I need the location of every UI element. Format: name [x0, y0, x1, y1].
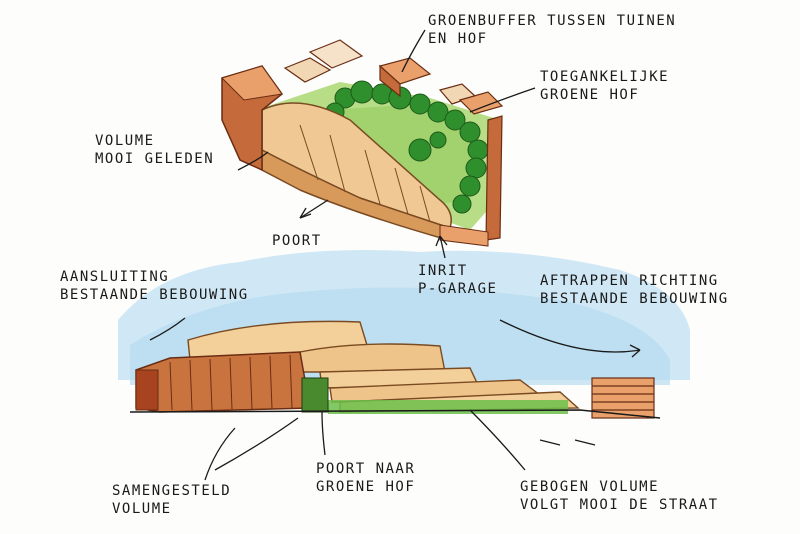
- label-poort-hof: Poort naar groene hof: [316, 460, 415, 496]
- existing-houses: [283, 39, 504, 115]
- label-groenbuffer-line1: Groenbuffer tussen tuinen: [428, 13, 677, 29]
- label-inrit-line2: P-garage: [418, 281, 498, 297]
- label-gebogen: Gebogen volume volgt mooi de straat: [520, 478, 719, 514]
- leader-lines: [149, 29, 641, 481]
- label-aftrappen: Aftrappen richting bestaande bebouwing: [540, 272, 729, 308]
- label-groenbuffer: Groenbuffer tussen tuinen en hof: [428, 12, 676, 48]
- gate-opening: [301, 377, 329, 413]
- label-volume-top: Volume mooi geleden: [95, 132, 214, 168]
- ground-line: [129, 409, 661, 419]
- label-hof: Toegankelijke groene hof: [540, 68, 669, 104]
- label-hof-line2: groene hof: [540, 87, 640, 103]
- label-poort-hof-line1: Poort naar: [316, 461, 416, 477]
- label-aansluiting: Aansluiting bestaande bebouwing: [60, 268, 249, 304]
- aerial-view: [221, 39, 504, 247]
- label-samengesteld-line1: Samengesteld: [112, 483, 232, 499]
- existing-building-right: [591, 377, 655, 419]
- label-aansluiting-line2: bestaande bebouwing: [60, 287, 249, 303]
- label-inrit: Inrit P-garage: [418, 262, 497, 298]
- right-brick-strip: [485, 115, 503, 241]
- label-samengesteld-line2: volume: [112, 501, 172, 517]
- label-inrit-line1: Inrit: [418, 263, 468, 279]
- label-poort-hof-line2: groene hof: [316, 479, 416, 495]
- label-groenbuffer-line2: en hof: [428, 31, 488, 47]
- label-gebogen-line1: Gebogen volume: [520, 479, 660, 495]
- label-aftrappen-line1: Aftrappen richting: [540, 273, 719, 289]
- label-poort-top-line1: Poort: [272, 233, 322, 249]
- green-base-strip: [328, 400, 568, 414]
- label-volume-top-line1: Volume: [95, 133, 155, 149]
- label-volume-top-line2: mooi geleden: [95, 151, 215, 167]
- label-aansluiting-line1: Aansluiting: [60, 269, 170, 285]
- label-poort-top: Poort: [272, 232, 322, 250]
- label-gebogen-line2: volgt mooi de straat: [520, 497, 719, 513]
- brick-facade: [135, 351, 311, 413]
- label-aftrappen-line2: bestaande bebouwing: [540, 291, 729, 307]
- courtyard-lawn: [330, 104, 480, 205]
- label-hof-line1: Toegankelijke: [540, 69, 670, 85]
- street-elevation: [118, 249, 690, 419]
- label-samengesteld: Samengesteld volume: [112, 482, 231, 518]
